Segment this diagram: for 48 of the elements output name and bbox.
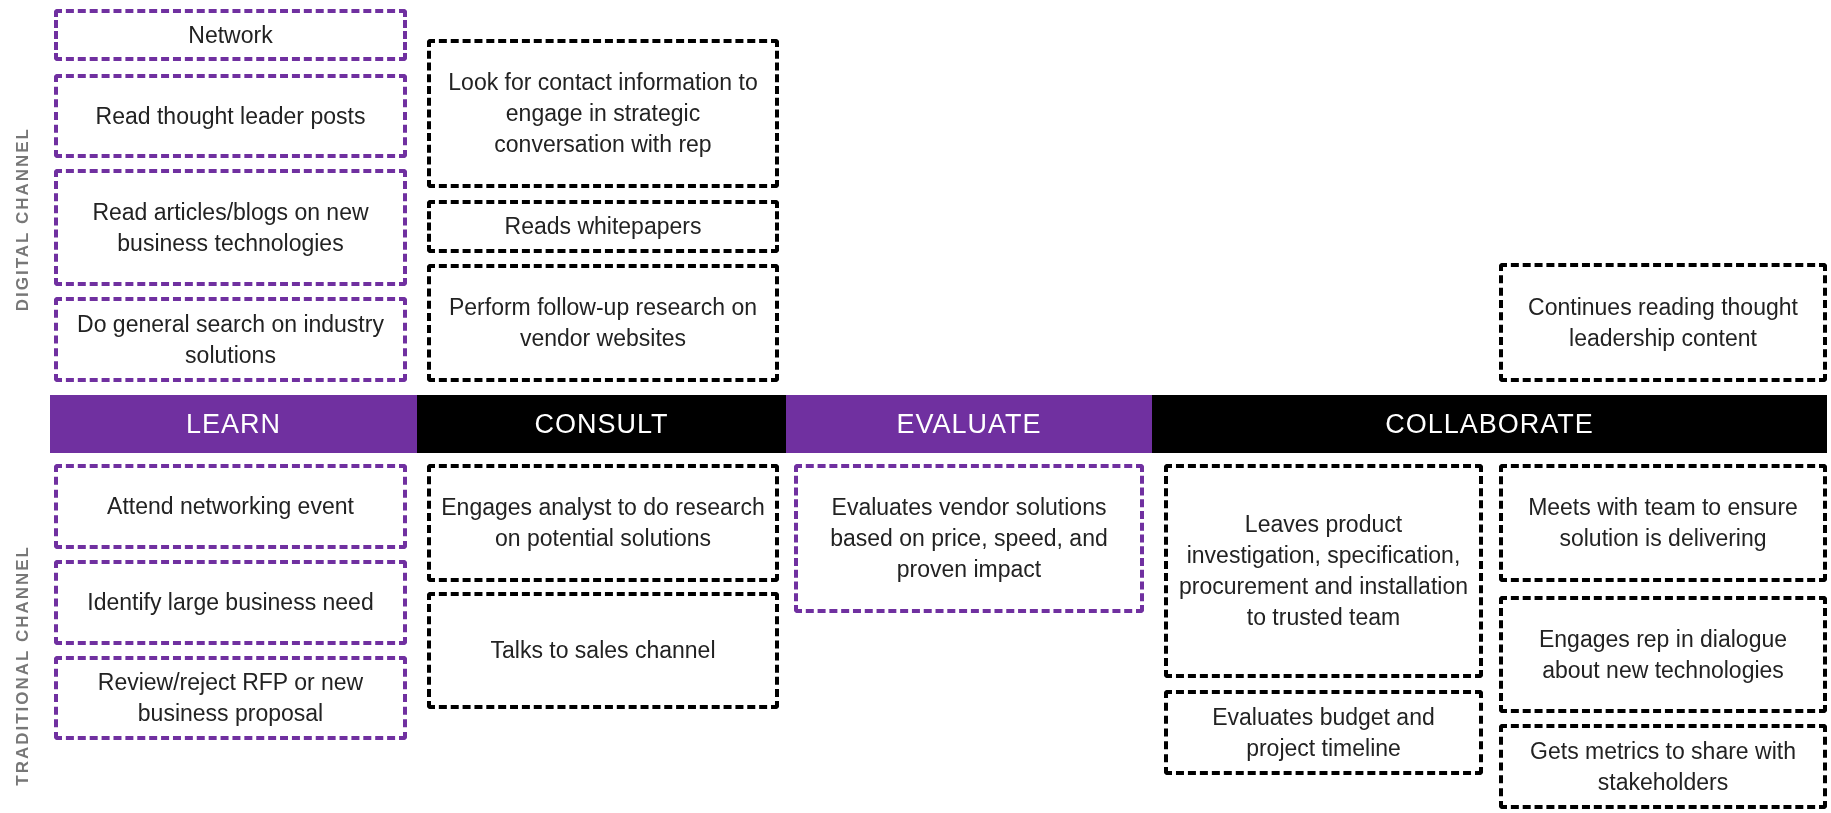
dashed-card [1499, 724, 1827, 809]
dashed-card [54, 297, 407, 382]
phase-label: LEARN [186, 408, 281, 440]
card-text: Perform follow-up research on vendor websites [447, 293, 759, 353]
dashed-card [427, 200, 779, 253]
card-text: Reads whitepapers [504, 212, 702, 241]
dashed-card [54, 464, 407, 549]
dashed-card [54, 169, 407, 286]
dashed-card [427, 464, 779, 582]
card-text: Network [188, 20, 273, 50]
dashed-card [54, 9, 407, 61]
phase-label: COLLABORATE [1385, 408, 1594, 440]
dashed-card [54, 656, 407, 740]
card-text: Evaluates budget and project timeline [1211, 702, 1436, 763]
card-text: Read articles/blogs on new business technologies [91, 197, 370, 258]
card-text: Read thought leader posts [95, 101, 366, 131]
dashed-card [794, 464, 1144, 613]
dashed-card [1499, 464, 1827, 582]
card-text: Gets metrics to share with stakeholders [1529, 736, 1797, 797]
card-text: Evaluates vendor solutions based on price, speed, and proven impact [829, 493, 1109, 584]
phase-band [50, 395, 417, 453]
dashed-card [1499, 596, 1827, 713]
card-text: Look for contact information to engage in strategic conversation with rep [447, 68, 759, 159]
dashed-card [1499, 263, 1827, 382]
phase-label: EVALUATE [896, 408, 1042, 440]
card-text: Identify large business need [87, 588, 374, 617]
dashed-card [54, 560, 407, 645]
channel-label: DIGITAL CHANNEL [12, 126, 33, 312]
card-text: Attend networking event [107, 492, 354, 521]
dashed-card [54, 74, 407, 158]
phase-band [1152, 395, 1827, 453]
card-text: Engages rep in dialogue about new technologies [1537, 624, 1789, 685]
dashed-card [427, 264, 779, 382]
card-text: Continues reading thought leadership content [1527, 292, 1799, 353]
card-text: Talks to sales channel [490, 636, 716, 665]
phase-band [786, 395, 1152, 453]
card-text: Review/reject RFP or new business proposal [96, 668, 365, 728]
card-text: Do general search on industry solutions [76, 309, 385, 370]
dashed-card [1164, 690, 1483, 775]
card-text: Meets with team to ensure solution is delivering [1527, 493, 1799, 553]
dashed-card [427, 39, 779, 188]
phase-band [417, 395, 786, 453]
card-text: Engages analyst to do research on potential solutions [440, 493, 766, 553]
channel-label: TRADITIONAL CHANNEL [12, 545, 33, 786]
phase-label: CONSULT [534, 408, 669, 440]
dashed-card [1164, 464, 1483, 678]
dashed-card [427, 592, 779, 709]
card-text: Leaves product investigation, specification, procurement and installation to trusted team [1178, 510, 1469, 632]
